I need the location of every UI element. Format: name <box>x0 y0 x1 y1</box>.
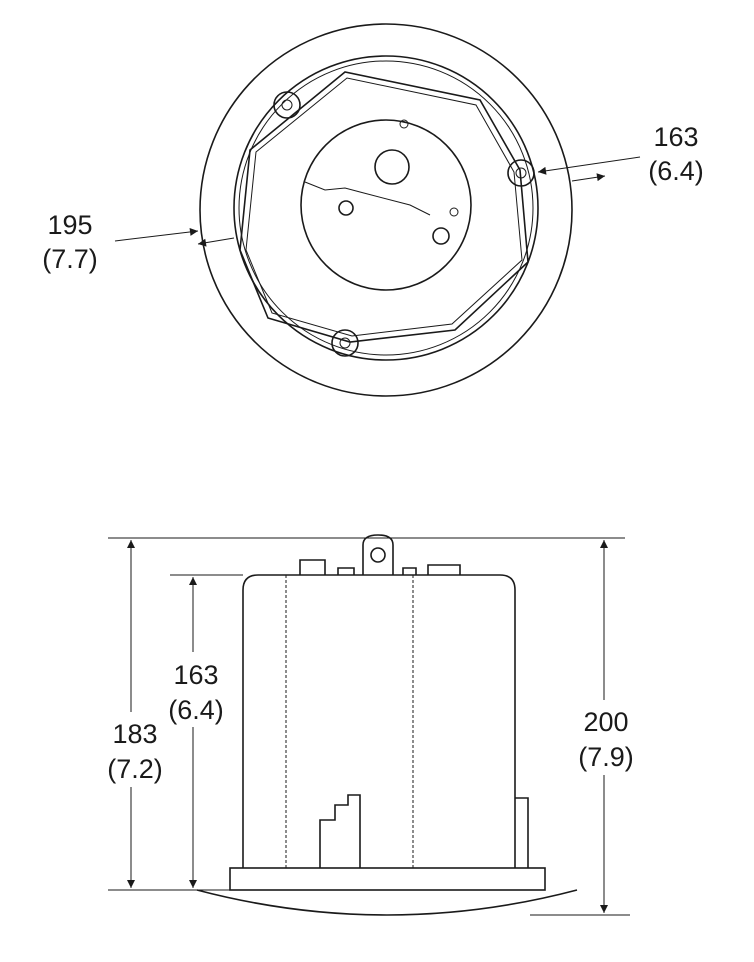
outer-dim-mm: 195 <box>47 210 92 240</box>
clip-mechanism <box>319 794 361 868</box>
driver-baffle <box>300 119 472 291</box>
terminal-bracket <box>304 181 431 216</box>
mounting-clip <box>331 329 359 357</box>
mounting-clip <box>507 159 535 187</box>
total-height-mm: 200 <box>583 707 628 737</box>
overall-height-in: (7.2) <box>107 754 163 784</box>
mounting-clip <box>273 91 301 119</box>
mounting-plate <box>239 71 529 343</box>
side-view: 183 (7.2) 163 (6.4) 200 (7.9) <box>105 534 637 916</box>
outer-grille-ring <box>199 23 573 397</box>
body-height-mm: 163 <box>173 660 218 690</box>
dim-arrow-195 <box>114 227 199 242</box>
center-hole <box>374 149 410 185</box>
overall-height-mm: 183 <box>112 719 157 749</box>
body-height-in: (6.4) <box>168 695 224 725</box>
screw-icon <box>432 227 450 245</box>
speaker-body <box>242 574 516 868</box>
screw-icon <box>338 200 354 216</box>
grille-dome <box>196 889 578 916</box>
dim-arrow-163 <box>537 156 641 175</box>
flange <box>229 867 546 891</box>
total-height-in: (7.9) <box>578 742 634 772</box>
outer-dim-in: (7.7) <box>42 244 98 274</box>
cutout-dim-in: (6.4) <box>648 156 704 186</box>
inner-ring <box>233 55 539 361</box>
cutout-dim-mm: 163 <box>653 122 698 152</box>
safety-tab <box>362 534 394 575</box>
top-view: 195 (7.7) 163 (6.4) <box>42 23 704 397</box>
